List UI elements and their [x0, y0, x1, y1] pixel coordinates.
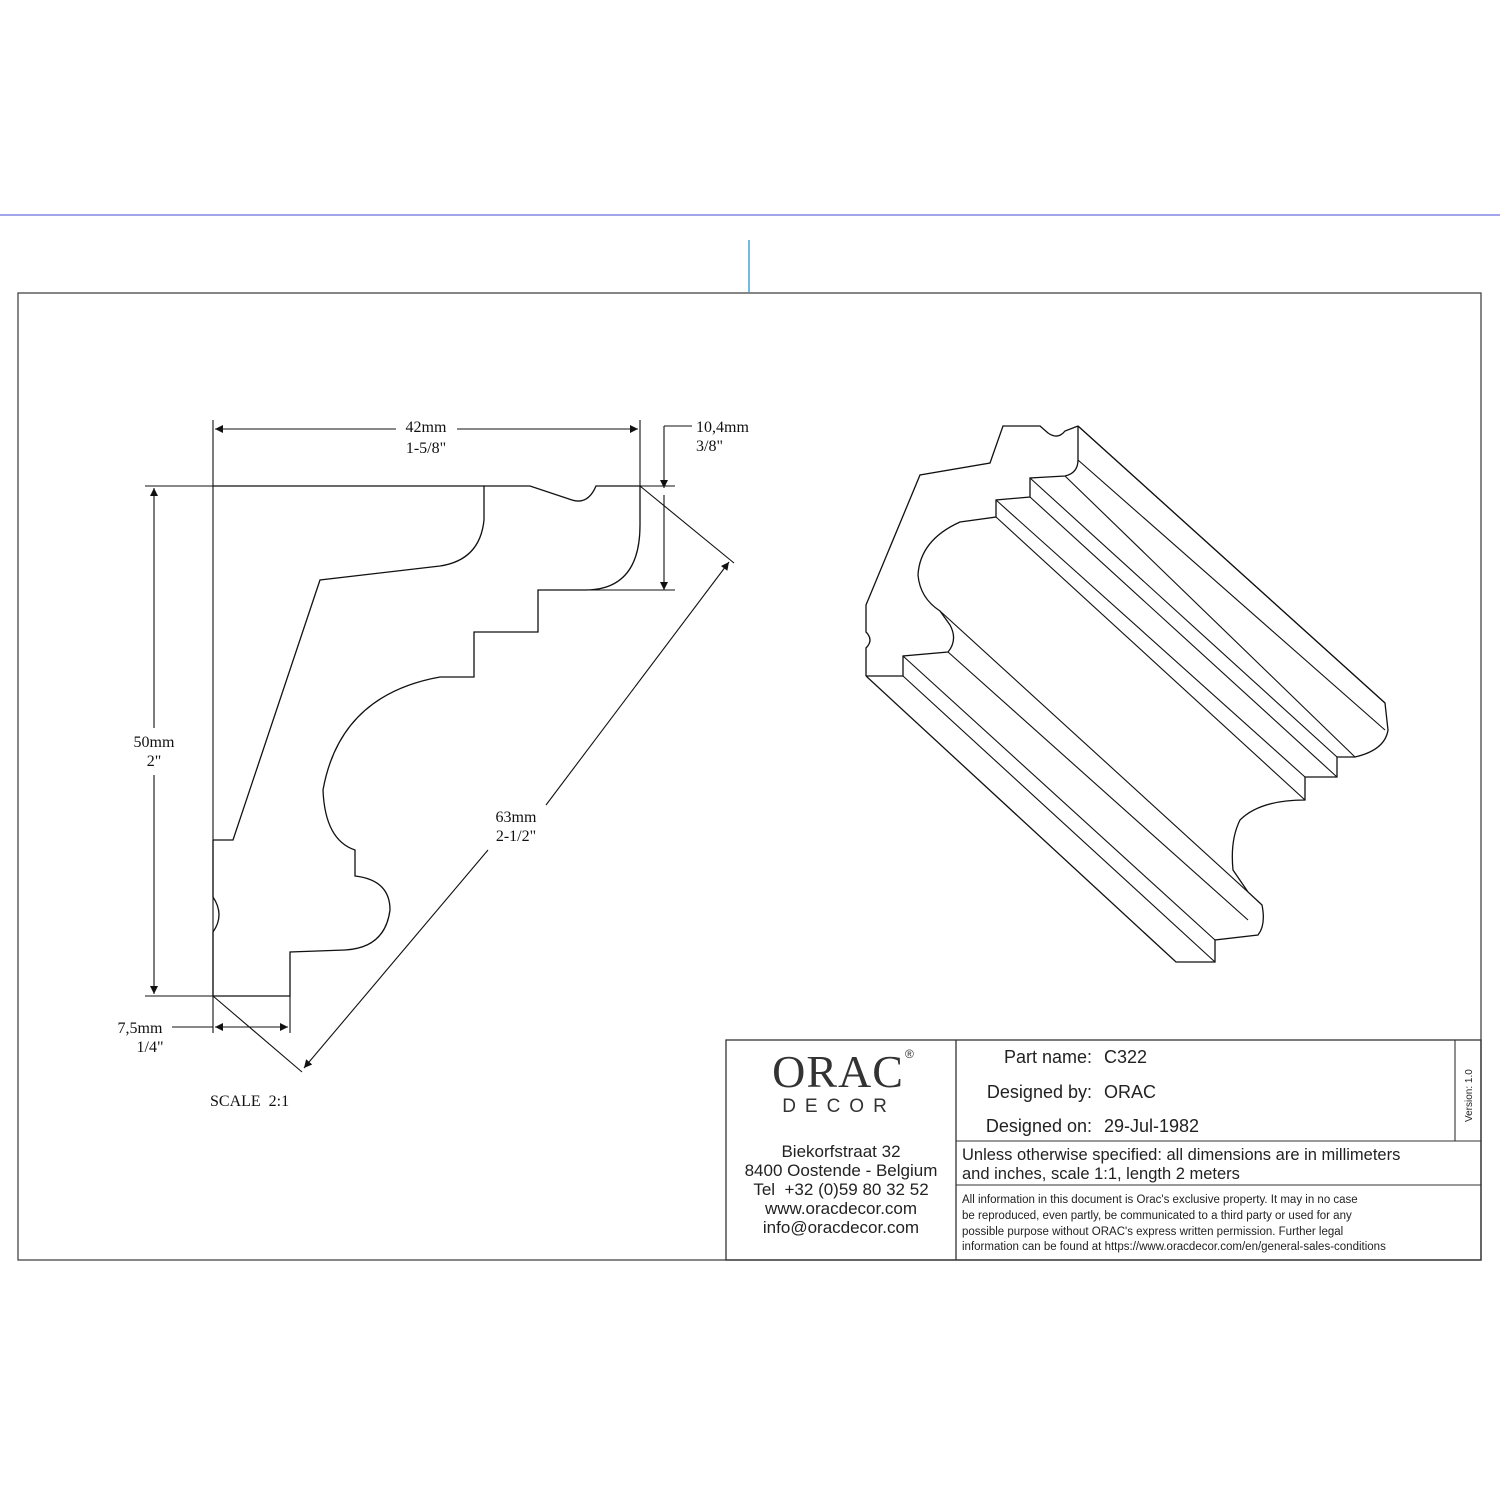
isometric-view — [865, 425, 1389, 963]
company-address: Biekorfstraat 32 8400 Oostende - Belgium… — [745, 1142, 938, 1237]
version-label: Version: 1.0 — [1464, 1069, 1475, 1122]
logo-registered-mark: ® — [905, 1047, 914, 1061]
spec-note: Unless otherwise specified: all dimensio… — [962, 1146, 1400, 1183]
dimension-bottom: 7,5mm 1/4" — [118, 996, 291, 1056]
orac-decor-logo: ORAC ® DECOR — [772, 1046, 914, 1117]
legal-note-line-1: All information in this document is Orac… — [962, 1194, 1358, 1206]
dim-offset-mm: 10,4mm — [696, 419, 749, 436]
dimension-offset: 10,4mm 3/8" — [585, 419, 749, 591]
title-block — [725, 1039, 1482, 1261]
address-email: info@oracdecor.com — [763, 1218, 919, 1237]
field-designed-by-value: ORAC — [1104, 1082, 1156, 1102]
address-street: Biekorfstraat 32 — [781, 1142, 900, 1161]
address-phone: Tel +32 (0)59 80 32 52 — [753, 1180, 928, 1199]
field-designed-by-label: Designed by: — [987, 1082, 1092, 1102]
field-designed-on-label: Designed on: — [986, 1116, 1092, 1136]
dim-diagonal-inch: 2-1/2" — [496, 828, 536, 845]
field-designed-on-value: 29-Jul-1982 — [1104, 1116, 1199, 1136]
dimension-height: 50mm 2" — [134, 485, 213, 997]
dim-offset-inch: 3/8" — [696, 438, 723, 455]
spec-note-line-2: and inches, scale 1:1, length 2 meters — [962, 1165, 1240, 1183]
dim-bottom-inch: 1/4" — [137, 1039, 164, 1056]
logo-word-orac: ORAC — [772, 1046, 904, 1097]
dim-diagonal-mm: 63mm — [496, 809, 537, 826]
scale-label: SCALE 2:1 — [210, 1093, 289, 1110]
field-part-name-label: Part name: — [1004, 1047, 1092, 1067]
dim-width-mm: 42mm — [406, 419, 447, 436]
address-city: 8400 Oostende - Belgium — [745, 1161, 938, 1180]
address-website: www.oracdecor.com — [764, 1199, 917, 1218]
logo-word-decor: DECOR — [782, 1096, 896, 1117]
dim-height-mm: 50mm — [134, 734, 175, 751]
dim-width-inch: 1-5/8" — [406, 440, 446, 457]
legal-note-line-4: information can be found at https://www.… — [962, 1241, 1386, 1253]
dimension-diagonal: 63mm 2-1/2" — [212, 485, 735, 1073]
spec-note-line-1: Unless otherwise specified: all dimensio… — [962, 1146, 1400, 1164]
profile-section — [212, 485, 641, 997]
part-fields: Part name: C322 Designed by: ORAC Design… — [986, 1047, 1199, 1136]
legal-note: All information in this document is Orac… — [962, 1194, 1386, 1253]
drawing-border — [17, 292, 1482, 1261]
field-part-name-value: C322 — [1104, 1047, 1147, 1067]
legal-note-line-3: possible purpose without ORAC's express … — [962, 1226, 1343, 1238]
legal-note-line-2: be reproduced, even partly, be communica… — [962, 1210, 1352, 1222]
dim-height-inch: 2" — [147, 753, 162, 770]
dim-bottom-mm: 7,5mm — [118, 1020, 163, 1037]
dimension-width: 42mm 1-5/8" — [212, 419, 641, 1033]
